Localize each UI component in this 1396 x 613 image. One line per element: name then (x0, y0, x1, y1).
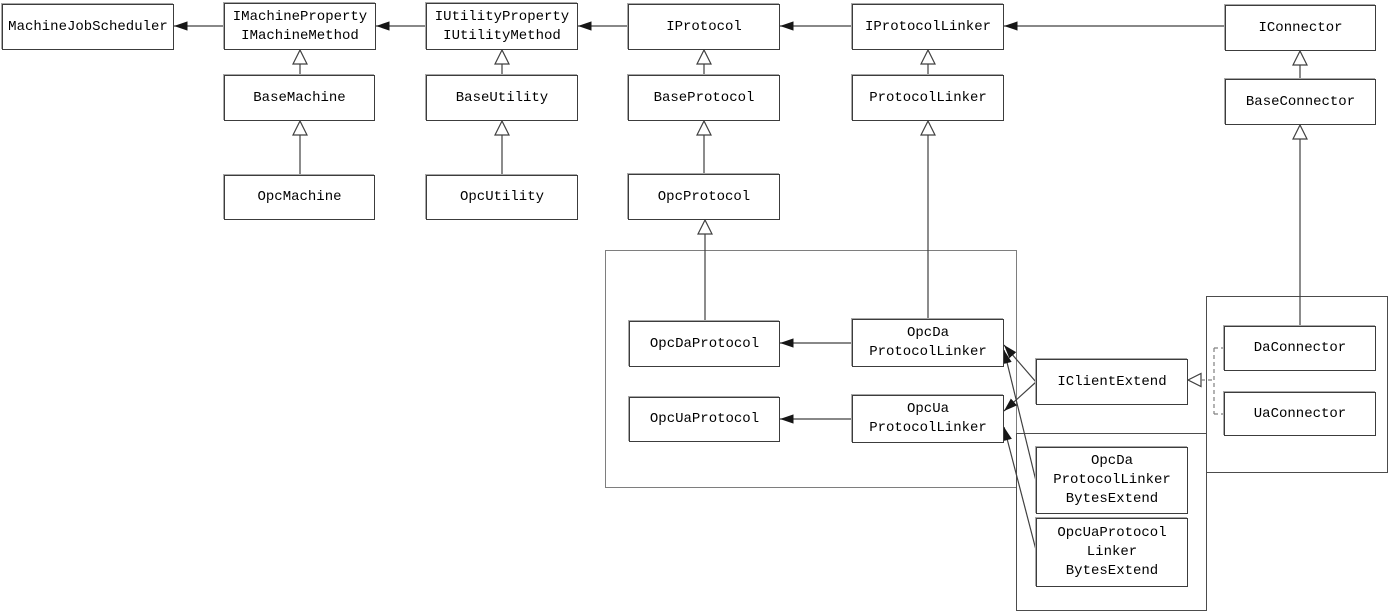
class-box-baseconnector: BaseConnector (1225, 79, 1376, 125)
class-box-opcprotocol: OpcProtocol (628, 174, 780, 220)
edge-protocollinker-inherits-iprotocollinker (920, 48, 936, 75)
class-label: IClientExtend (1057, 373, 1167, 390)
edge-baseconnector-inherits-iconnector (1292, 49, 1308, 79)
class-box-opcdaprotocol: OpcDaProtocol (629, 321, 780, 367)
class-label: BaseProtocol (653, 89, 755, 106)
edge-opcprotocol-inherits-baseprotocol (696, 119, 712, 174)
class-box-iutilityproperty-iutilitymethod: IUtilityProperty IUtilityMethod (426, 3, 578, 50)
class-label: MachineJobScheduler (8, 18, 168, 35)
class-box-uaconnector: UaConnector (1224, 392, 1376, 436)
class-box-baseprotocol: BaseProtocol (628, 75, 780, 121)
class-box-opcutility: OpcUtility (426, 175, 578, 220)
class-label: OpcDaProtocol (649, 335, 760, 352)
class-box-opcuaprotocollinker: OpcUa ProtocolLinker (852, 395, 1004, 443)
group-connectors (1206, 296, 1388, 473)
class-label: OpcDa ProtocolLinker BytesExtend (1053, 453, 1171, 507)
class-box-opcdaprotocollinker: OpcDa ProtocolLinker (852, 319, 1004, 367)
class-label: OpcUtility (459, 189, 544, 205)
class-box-iclientextend: IClientExtend (1036, 359, 1188, 405)
class-label: IUtilityProperty IUtilityMethod (434, 8, 570, 44)
class-label: OpcDa ProtocolLinker (869, 325, 987, 360)
edge-baseutility-inherits-iutilityproperty (494, 48, 510, 75)
group-opc-protocol-implementations (605, 250, 1017, 488)
class-box-baseutility: BaseUtility (426, 75, 578, 121)
class-box-opcuaprotocol: OpcUaProtocol (629, 397, 780, 442)
class-box-protocollinker: ProtocolLinker (852, 75, 1004, 121)
class-label: OpcUa ProtocolLinker (869, 401, 987, 436)
class-label: BaseUtility (455, 89, 549, 106)
edge-opcutility-inherits-baseutility (494, 119, 510, 175)
class-label: IProtocol (666, 18, 742, 35)
class-label: BaseMachine (253, 89, 346, 106)
class-label: ProtocolLinker (869, 89, 987, 106)
class-box-basemachine: BaseMachine (224, 75, 375, 121)
class-box-daconnector: DaConnector (1224, 326, 1376, 371)
class-box-opcdaprotocollinkerbytesextend: OpcDa ProtocolLinker BytesExtend (1036, 447, 1188, 514)
class-label: DaConnector (1253, 340, 1347, 356)
edge-basemachine-inherits-imachineproperty (292, 48, 308, 75)
class-label: BaseConnector (1245, 93, 1356, 110)
class-label: IConnector (1258, 19, 1343, 36)
class-label: OpcUaProtocol Linker BytesExtend (1057, 525, 1167, 579)
class-box-opcmachine: OpcMachine (224, 175, 375, 220)
class-label: IMachineProperty IMachineMethod (232, 8, 368, 44)
class-box-imachineproperty-imachinemethod: IMachineProperty IMachineMethod (224, 3, 376, 50)
class-label: OpcUaProtocol (649, 411, 760, 427)
class-label: OpcProtocol (657, 188, 751, 205)
class-box-iconnector: IConnector (1225, 5, 1376, 51)
class-label: UaConnector (1253, 405, 1347, 422)
edge-baseprotocol-inherits-iprotocol (696, 48, 712, 75)
class-box-iprotocol: IProtocol (628, 4, 780, 50)
class-label: IProtocolLinker (864, 18, 992, 35)
class-box-machinejobscheduler: MachineJobScheduler (2, 4, 174, 50)
class-box-opcuaprotocollinkerbytesextend: OpcUaProtocol Linker BytesExtend (1036, 518, 1188, 587)
class-box-iprotocollinker: IProtocolLinker (852, 4, 1004, 50)
edge-opcmachine-inherits-basemachine (292, 119, 308, 175)
class-label: OpcMachine (257, 189, 342, 205)
